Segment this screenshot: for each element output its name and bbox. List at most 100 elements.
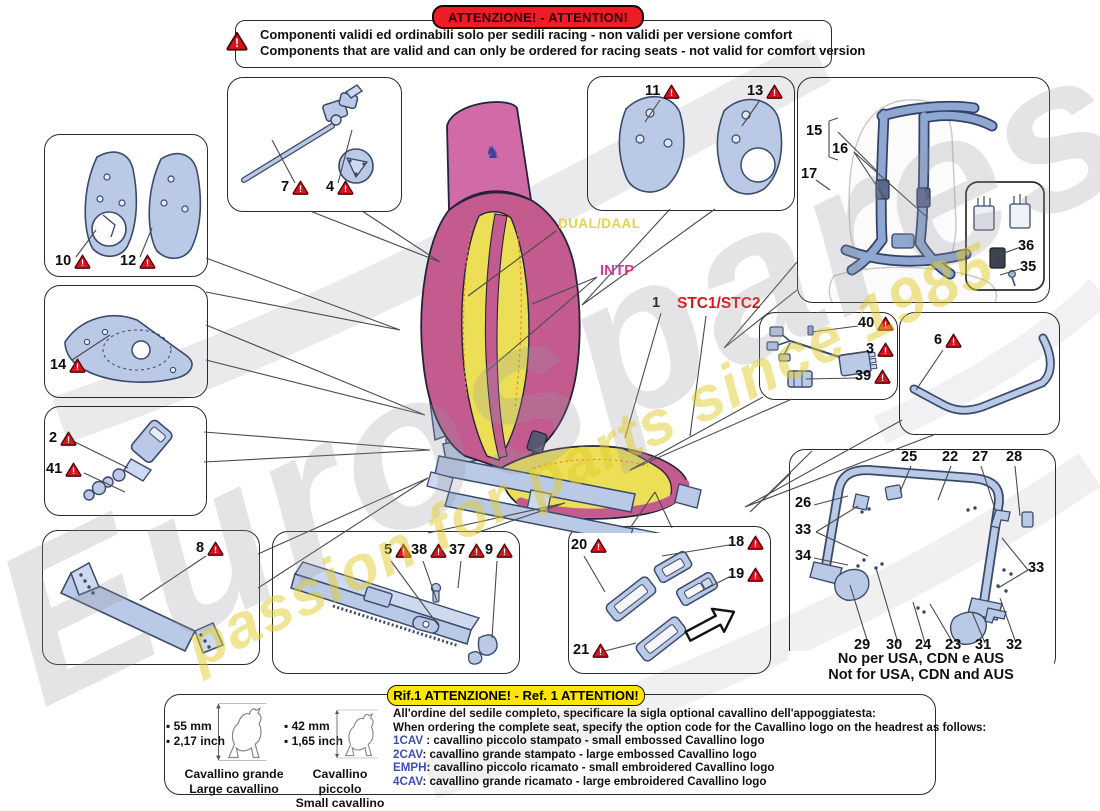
- callout-41[interactable]: 41!: [46, 462, 82, 477]
- warning-triangle-icon: !: [747, 567, 764, 582]
- callout-7[interactable]: 7!: [281, 180, 309, 195]
- callout-33-left[interactable]: 33: [795, 523, 811, 538]
- callout-3[interactable]: 3!: [866, 342, 894, 357]
- callout-5[interactable]: 5!: [384, 543, 412, 558]
- callout-33-right[interactable]: 33: [1028, 561, 1044, 576]
- callout-35[interactable]: 35: [1020, 260, 1036, 275]
- warning-triangle-icon: !: [65, 462, 82, 477]
- callout-number: 7: [281, 179, 290, 195]
- large-horse-label-it: Cavallino grande: [184, 767, 284, 781]
- callout-number: 20: [571, 537, 588, 553]
- callout-8[interactable]: 8!: [196, 541, 224, 556]
- callout-13[interactable]: 13!: [747, 84, 783, 99]
- callout-number: 25: [901, 449, 918, 465]
- callout-38[interactable]: 38!: [411, 543, 447, 558]
- callout-40[interactable]: 40!: [858, 316, 894, 331]
- svg-text:!: !: [754, 571, 757, 581]
- callout-17[interactable]: 17: [801, 167, 817, 182]
- callout-34[interactable]: 34: [795, 549, 811, 564]
- callout-27[interactable]: 27: [972, 450, 988, 465]
- partbox-adjuster: [227, 77, 402, 212]
- callout-21[interactable]: 21!: [573, 643, 609, 658]
- callout-number: 18: [728, 534, 745, 550]
- option-desc: : cavallino piccolo ricamato - small emb…: [426, 761, 775, 775]
- callout-number: 35: [1020, 259, 1037, 275]
- callout-number: 33: [1028, 560, 1045, 576]
- small-horse-dim-mm: ▪ 42 mm: [284, 719, 330, 733]
- callout-4[interactable]: 4!: [326, 180, 354, 195]
- callout-number: 8: [196, 540, 205, 556]
- bezels-drawing: [605, 550, 736, 662]
- mount-bracket-drawing: [59, 561, 225, 654]
- adjuster-knob: [338, 148, 374, 184]
- harness-drawing: [828, 99, 1045, 302]
- callout-39[interactable]: 39!: [855, 369, 891, 384]
- partbox-harness: [797, 77, 1050, 303]
- callout-number: 12: [120, 253, 137, 269]
- callout-36[interactable]: 36: [1018, 239, 1034, 254]
- warning-triangle-icon: !: [337, 180, 354, 195]
- svg-text:!: !: [437, 547, 440, 557]
- rollbar-note-en: Not for USA, CDN and AUS: [828, 667, 1014, 683]
- callout-number: 41: [46, 461, 63, 477]
- callout-11[interactable]: 11!: [645, 84, 680, 99]
- callout-1[interactable]: 1: [652, 296, 660, 311]
- option-desc: : cavallino grande stampato - large embo…: [422, 747, 757, 761]
- label-dual-daal: DUAL/DAAL: [558, 216, 641, 231]
- callout-number: 15: [806, 123, 823, 139]
- callout-14[interactable]: 14!: [50, 358, 86, 373]
- callout-18[interactable]: 18!: [728, 535, 764, 550]
- callout-number: 5: [384, 542, 393, 558]
- option-code: 1CAV: [393, 734, 424, 748]
- callout-12[interactable]: 12!: [120, 254, 156, 269]
- callout-15[interactable]: 15: [806, 124, 822, 139]
- callout-number: 34: [795, 548, 812, 564]
- callout-number: 6: [934, 332, 943, 348]
- adjuster-drawing: [241, 84, 374, 184]
- callout-2[interactable]: 2!: [49, 431, 77, 446]
- large-horse-dimensions: ▪ 55 mm ▪ 2,17 inch: [166, 719, 225, 749]
- callout-19[interactable]: 19!: [728, 567, 764, 582]
- svg-text:!: !: [402, 547, 405, 557]
- option-desc: : cavallino piccolo stampato - small emb…: [423, 734, 765, 748]
- rif1-option-emph: EMPH: cavallino piccolo ricamato - small…: [393, 761, 986, 775]
- rif1-line-en: When ordering the complete seat, specify…: [393, 720, 987, 734]
- callout-number: 28: [1006, 449, 1023, 465]
- rif1-option-4cav: 4CAV: cavallino grande ricamato - large …: [393, 775, 986, 789]
- tube-drawing: [909, 333, 1055, 415]
- svg-text:!: !: [146, 258, 149, 268]
- callout-number: 16: [832, 141, 849, 157]
- callout-number: 33: [795, 522, 812, 538]
- callout-number: 4: [326, 179, 335, 195]
- large-horse-label-en: Large cavallino: [189, 781, 279, 796]
- svg-text:!: !: [773, 88, 776, 98]
- option-code: 4CAV: [393, 774, 423, 788]
- callout-28[interactable]: 28: [1006, 450, 1022, 465]
- callout-9[interactable]: 9!: [485, 543, 513, 558]
- callout-25[interactable]: 25: [901, 450, 917, 465]
- back-shells-drawing: [618, 95, 783, 195]
- callout-6[interactable]: 6!: [934, 333, 962, 348]
- svg-text:!: !: [76, 362, 79, 372]
- callout-10[interactable]: 10!: [55, 254, 91, 269]
- warning-triangle-icon: !: [139, 254, 156, 269]
- warning-triangle-icon: !: [468, 543, 485, 558]
- callout-16[interactable]: 16: [832, 142, 848, 157]
- option-code: EMPH: [393, 761, 427, 775]
- callout-26[interactable]: 26: [795, 496, 811, 511]
- callout-number: 1: [652, 295, 661, 311]
- svg-text:!: !: [597, 542, 600, 552]
- partbox-tube: [899, 312, 1060, 435]
- cavallino-logo-icon: ♞: [485, 143, 500, 162]
- svg-text:!: !: [67, 435, 70, 445]
- warning-triangle-icon: !: [496, 543, 513, 558]
- option-desc: : cavallino grande ricamato - large embr…: [422, 774, 767, 788]
- svg-text:!: !: [503, 547, 506, 557]
- bezel-18: [653, 550, 693, 584]
- callout-20[interactable]: 20!: [571, 538, 607, 553]
- warning-triangle-icon: !: [874, 369, 891, 384]
- small-horse-dim-in: ▪ 1,65 inch: [284, 734, 343, 748]
- callout-22[interactable]: 22: [942, 450, 958, 465]
- rif1-attention-box: Rif.1 ATTENZIONE! - Ref. 1 ATTENTION! Al…: [164, 685, 986, 795]
- callout-37[interactable]: 37!: [449, 543, 485, 558]
